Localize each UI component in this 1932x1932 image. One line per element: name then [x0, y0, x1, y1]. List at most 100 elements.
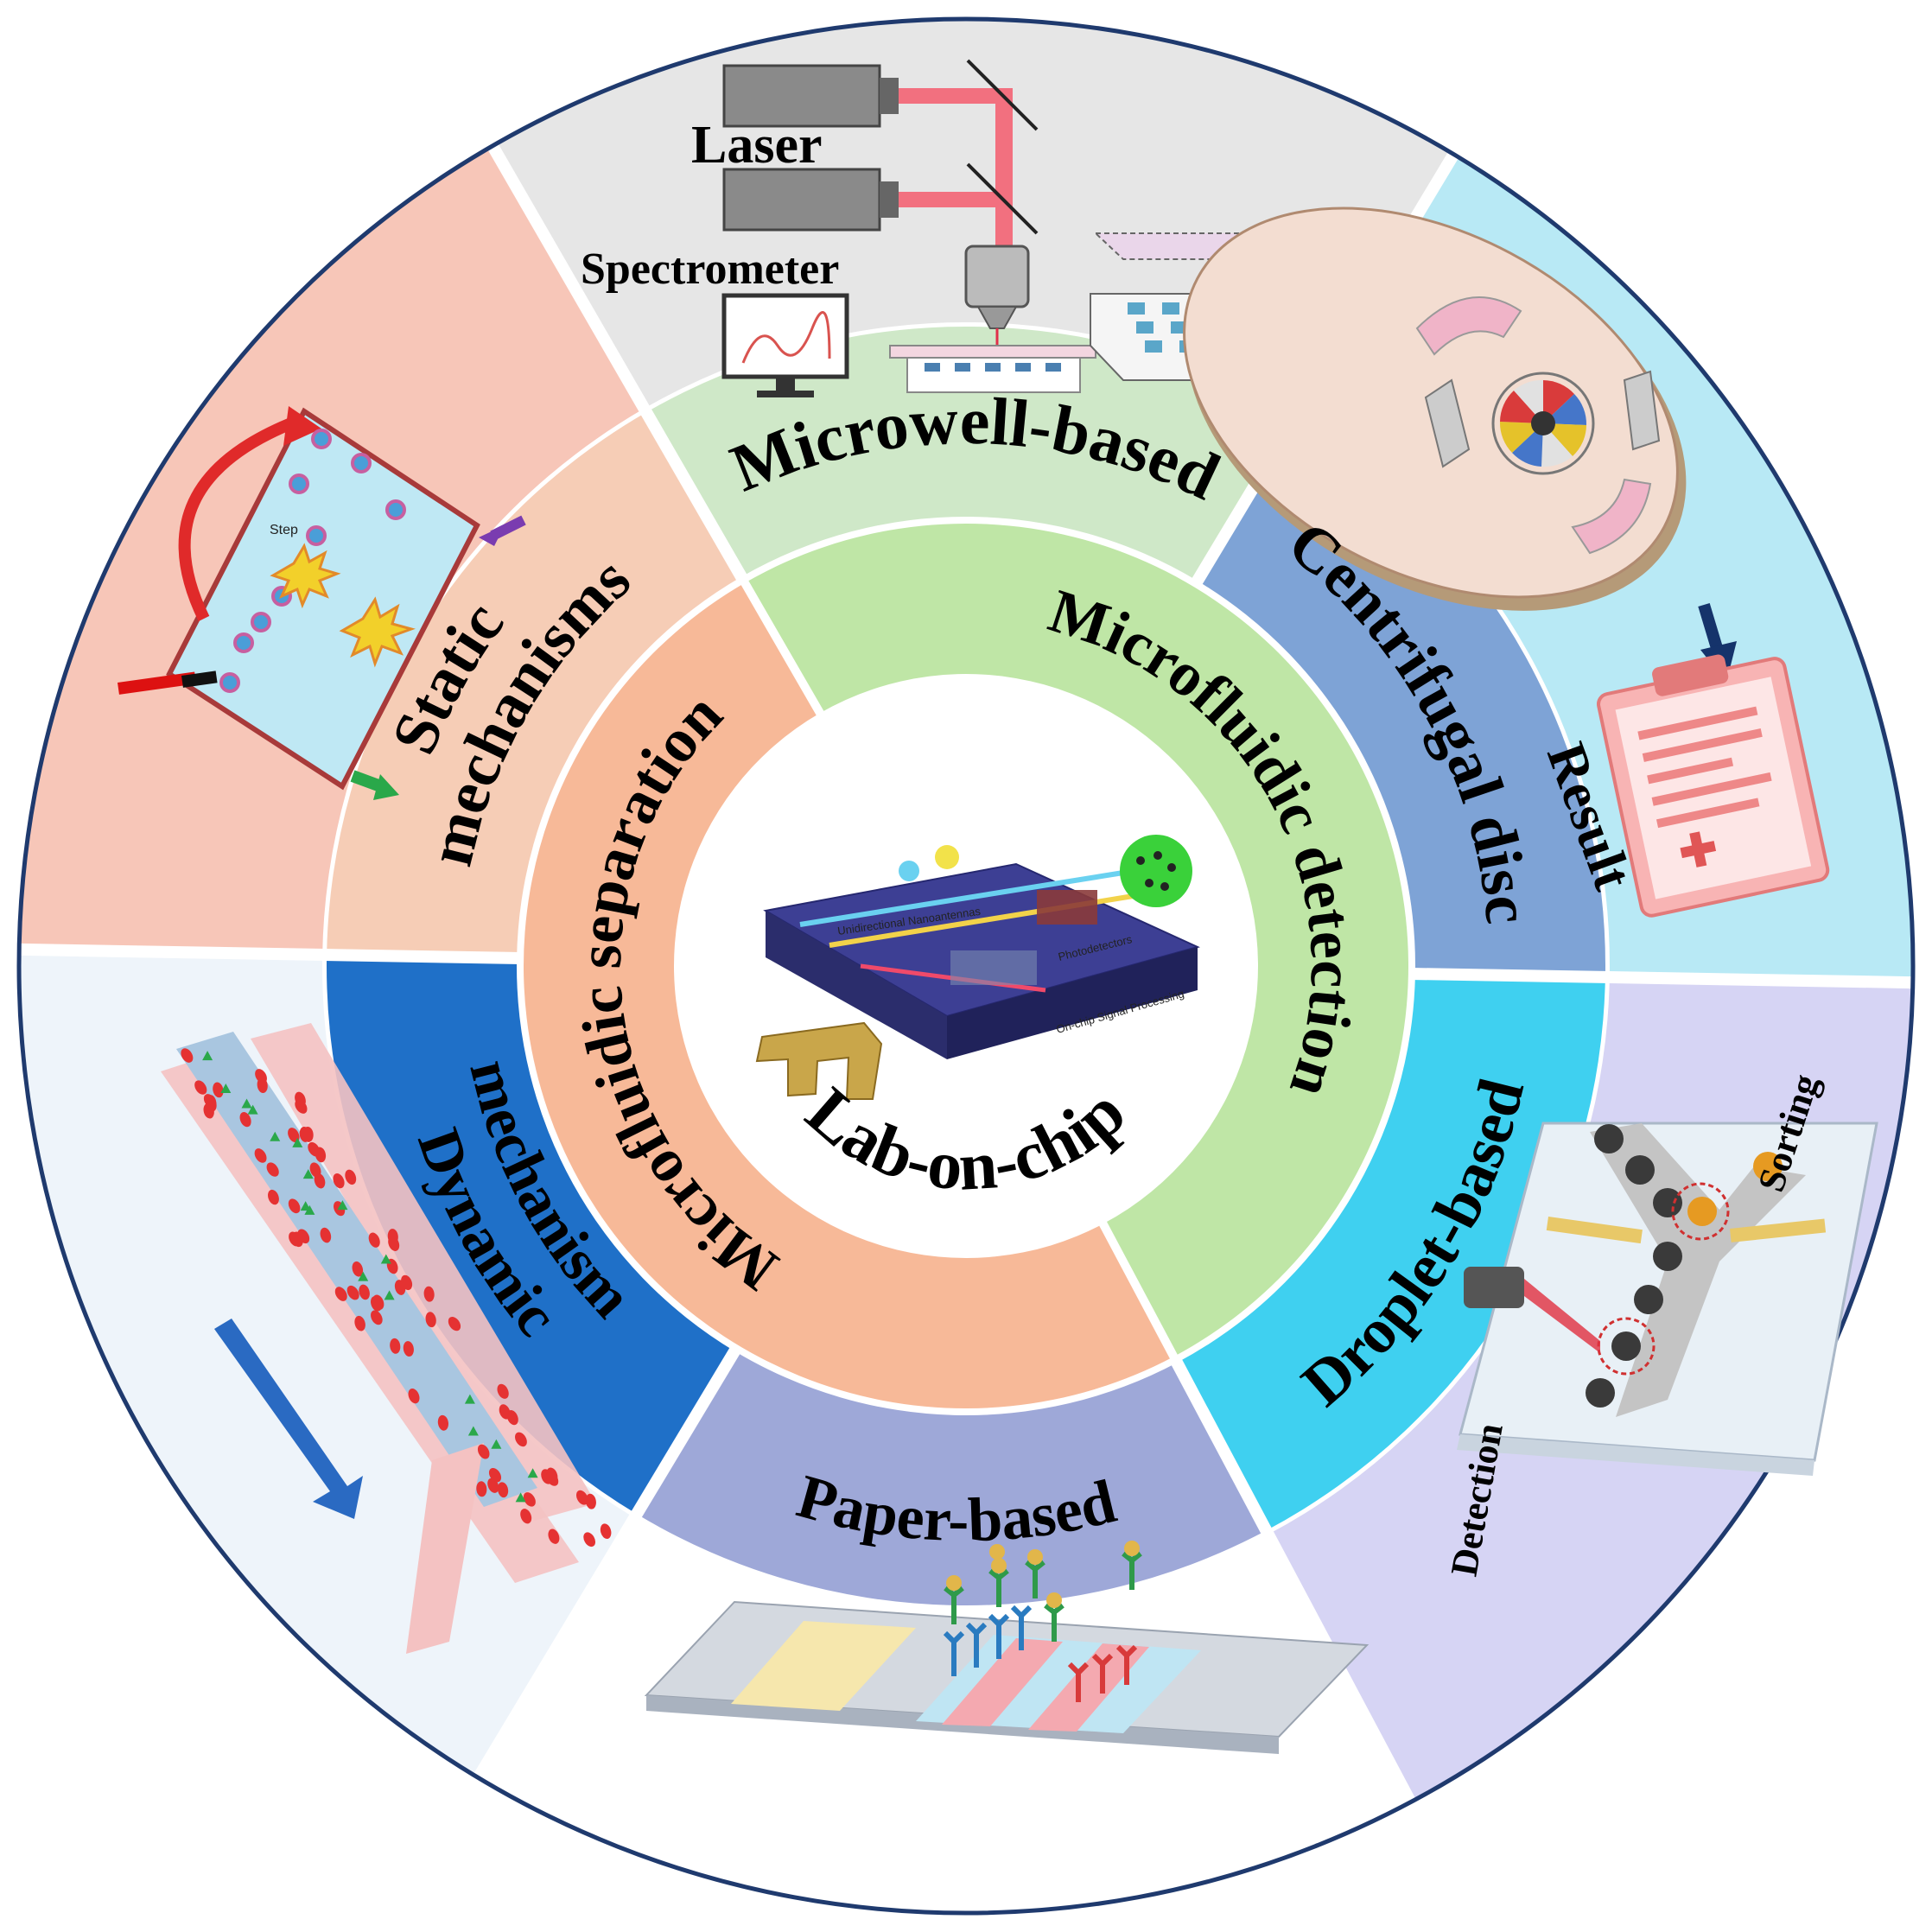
platelet — [292, 1137, 303, 1147]
sector-divider — [1169, 1356, 1418, 1808]
red-blood-cells — [181, 1048, 612, 1548]
red-blood-cell — [368, 1232, 380, 1248]
inner-sector-separation — [523, 582, 1174, 1409]
monitor-base — [757, 391, 814, 397]
red-blood-cell — [583, 1532, 596, 1548]
red-blood-cell — [346, 1285, 359, 1300]
platelet — [241, 1098, 252, 1109]
objective-tip — [976, 306, 1018, 329]
sample-pad — [731, 1621, 916, 1711]
disc-hub-ring — [1491, 372, 1595, 475]
red-blood-cell — [497, 1482, 509, 1498]
red-blood-cell — [314, 1173, 326, 1189]
red-blood-cell — [423, 1286, 435, 1302]
platelet — [220, 1084, 232, 1094]
monitor-stand — [776, 377, 795, 391]
platelet — [270, 1131, 281, 1141]
red-blood-cell — [437, 1414, 448, 1431]
flow-channel-outer-2 — [251, 1023, 596, 1521]
result-clipboard — [1597, 654, 1830, 918]
red-blood-cell — [213, 1082, 224, 1098]
chip-side-left — [766, 911, 947, 1059]
droplet-chip-edge — [1457, 1434, 1814, 1476]
platelet — [304, 1204, 315, 1215]
red-blood-cell — [520, 1509, 532, 1524]
red-blood-cell — [403, 1341, 414, 1357]
red-blood-cell — [354, 1315, 365, 1331]
laser-nozzle-1 — [880, 78, 899, 114]
red-blood-cell — [288, 1128, 300, 1143]
red-blood-cell — [394, 1280, 406, 1295]
platelets — [202, 1051, 538, 1503]
monitor — [721, 293, 849, 379]
middle-sector-droplet — [1177, 974, 1605, 1531]
red-blood-cell — [320, 1227, 332, 1243]
waveguide-1 — [799, 870, 1124, 927]
test-line — [942, 1638, 1063, 1726]
sector-divider — [1410, 967, 1916, 989]
gold-nanoparticles — [946, 1541, 1140, 1608]
sector-divider — [471, 1344, 742, 1784]
red-blood-cell — [371, 1296, 382, 1312]
red-blood-cell — [292, 1231, 303, 1248]
droplet-train — [1586, 1124, 1682, 1408]
red-blood-cell — [266, 1162, 279, 1177]
platelet — [202, 1051, 213, 1061]
inlet-arrow — [490, 515, 526, 541]
middle-sector-paper — [636, 1350, 1267, 1606]
red-blood-cell — [523, 1492, 536, 1507]
paper-strip-illustration — [644, 1541, 1370, 1754]
red-blood-cell — [546, 1471, 559, 1486]
red-blood-cell — [506, 1409, 518, 1426]
static-chamber-illustration: Step — [118, 406, 526, 800]
laser-source-2 — [722, 168, 881, 232]
capture-antibodies — [943, 1605, 1033, 1676]
lysed-cells — [270, 543, 416, 668]
middle-sector-static — [327, 412, 741, 958]
light-source-cyan — [899, 861, 919, 881]
inner-divider — [1098, 1220, 1179, 1362]
disc-valve-1 — [1424, 378, 1471, 468]
red-blood-cell — [548, 1528, 560, 1544]
spectrum-curve — [741, 310, 831, 364]
dynamic-flow-illustration — [161, 1023, 612, 1654]
platelet — [380, 1254, 391, 1264]
platelet — [464, 1394, 475, 1404]
center-chip-illustration: Unidirectional Nanoantennas Photodetecto… — [755, 835, 1200, 1100]
light-source-yellow — [935, 845, 959, 869]
red-blood-cell — [239, 1112, 251, 1128]
middle-sector-dynamic — [327, 955, 735, 1515]
collected-droplet — [1753, 1152, 1783, 1181]
sector-divider — [485, 139, 749, 584]
platelet — [302, 1169, 314, 1179]
spectrometer-label: Spectrometer — [581, 245, 839, 294]
middle-sector-microwell — [646, 327, 1296, 582]
sorting-zone — [1671, 1182, 1730, 1241]
laser-beam-2 — [899, 192, 1011, 207]
molecule-atoms — [1136, 851, 1176, 891]
control-antibodies — [1067, 1644, 1138, 1702]
inner-sector-detection — [745, 524, 1408, 1357]
red-blood-cell — [308, 1141, 321, 1157]
red-blood-cell — [302, 1126, 314, 1142]
red-blood-cell — [408, 1389, 420, 1404]
red-blood-cell — [585, 1493, 596, 1509]
flow-direction-arrow — [214, 1319, 363, 1519]
red-blood-cell — [194, 1080, 207, 1095]
electrode-1 — [1546, 1216, 1643, 1244]
red-blood-cell — [388, 1236, 400, 1251]
red-blood-cell — [268, 1189, 279, 1205]
middle-sector-centrifugal — [1197, 417, 1605, 977]
red-blood-cell — [345, 1169, 357, 1185]
outer-border — [16, 16, 1916, 1916]
platelet — [515, 1492, 526, 1503]
mirror-2 — [966, 162, 1039, 235]
detector-beam — [1524, 1279, 1600, 1353]
disc-hub — [1531, 411, 1555, 435]
platelet — [491, 1439, 502, 1449]
red-blood-cell — [352, 1261, 364, 1277]
outer-sector-dynamic — [19, 949, 635, 1796]
recirculation-arrow — [178, 416, 298, 622]
electrode-2 — [1730, 1218, 1827, 1242]
